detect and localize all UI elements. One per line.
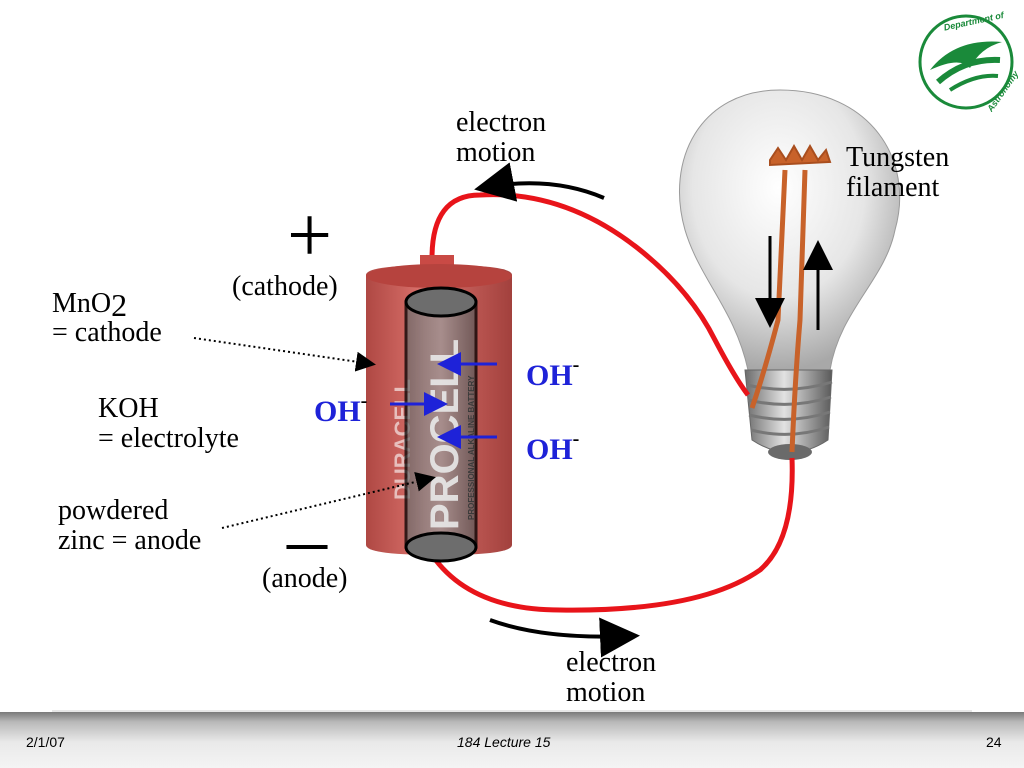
oh-text-lower: OH: [526, 433, 573, 466]
wire-top: [429, 192, 750, 397]
electron-arrow-top: [474, 162, 605, 202]
tungsten-filament-label: Tungsten filament: [846, 142, 950, 203]
filament-wire-right: [789, 169, 808, 453]
electron-arrow-bottom: [489, 617, 640, 658]
oh-charge-lower: -: [572, 428, 580, 450]
powdered-zinc-label: powdered zinc = anode: [58, 495, 202, 556]
cathode-pointer: [193, 337, 376, 372]
oh-charge-upper: -: [572, 354, 580, 376]
mno2-subscript: 2: [111, 287, 128, 323]
anode-pointer: [221, 471, 436, 529]
anode-label: (anode): [262, 563, 348, 594]
minus-sign: –: [287, 496, 327, 584]
battery-side-text: PROFESSIONAL ALKALINE BATTERY: [467, 375, 476, 520]
footer-date: 2/1/07: [26, 734, 65, 750]
cathode-label: (cathode): [232, 271, 338, 302]
tungsten-filament-coil: [769, 143, 832, 167]
slide-footer: 2/1/07 184 Lecture 15 24: [0, 712, 1024, 768]
battery-circuit-diagram: DURACELL PROCELL PROFESSIONAL ALKALINE B…: [52, 89, 972, 712]
wire-bottom: [429, 457, 795, 613]
oh-text-upper: OH: [526, 359, 573, 392]
koh-electrolyte-label: KOH = electrolyte: [98, 393, 239, 454]
oh-text-middle: OH: [314, 395, 361, 428]
electron-motion-top-label: electron motion: [456, 107, 547, 168]
cathode-equation-label: = cathode: [52, 317, 162, 348]
plus-sign: +: [287, 192, 333, 280]
oh-label-upper: OH-: [526, 350, 579, 391]
mno2-text: MnO: [52, 288, 112, 319]
bulb-glass: [678, 89, 901, 371]
oh-label-middle: OH-: [314, 386, 367, 427]
inner-cylinder: [404, 300, 478, 549]
footer-title: 184 Lecture 15: [457, 734, 551, 750]
footer-page-number: 24: [986, 734, 1002, 750]
oh-charge-middle: -: [360, 390, 368, 412]
battery-brand-text: PROCELL: [423, 339, 467, 530]
electron-motion-bottom-label: electron motion: [566, 647, 657, 708]
oh-label-lower: OH-: [526, 424, 579, 465]
mno2-label: MnO2: [52, 286, 127, 322]
department-of-astronomy-logo: Department of Astronomy: [918, 10, 1018, 112]
